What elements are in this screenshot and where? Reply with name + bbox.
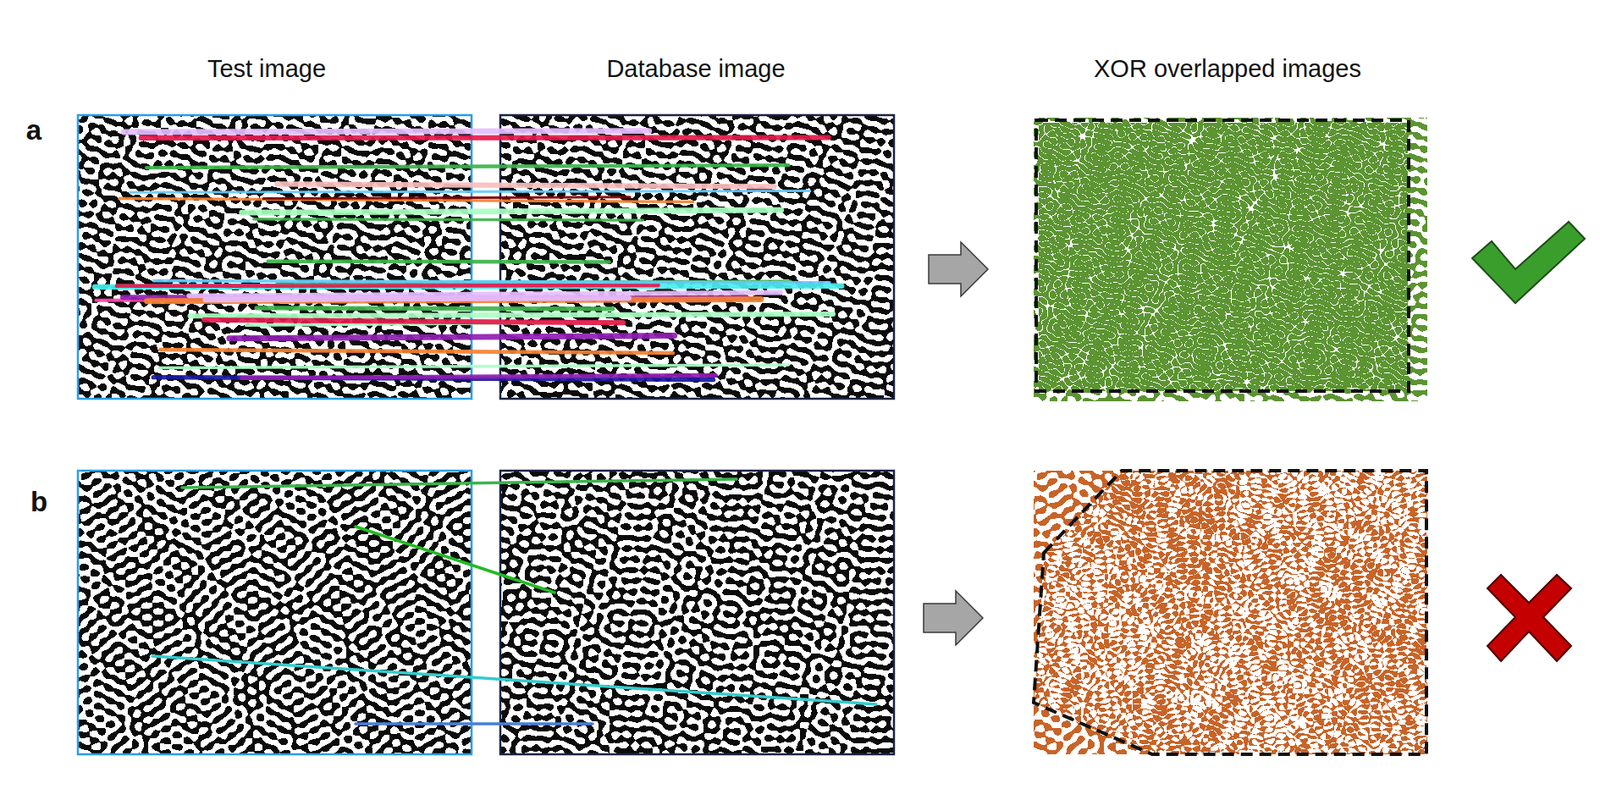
dashed-region <box>1033 470 1427 755</box>
xor-image <box>1033 470 1428 755</box>
test-image <box>77 470 472 755</box>
column-header: Database image <box>606 55 785 83</box>
match-line <box>205 297 629 300</box>
column-header: Test image <box>207 55 326 83</box>
match-line <box>242 375 717 378</box>
match-line <box>253 219 644 221</box>
match-line <box>242 209 782 213</box>
match-line <box>355 526 555 593</box>
check-mark <box>1472 221 1585 304</box>
panel-letter: a <box>26 114 42 147</box>
match-line <box>160 349 674 354</box>
image-border <box>500 115 894 399</box>
match-line <box>188 292 781 297</box>
match-line <box>146 165 789 168</box>
match-line <box>159 364 789 369</box>
image-border <box>77 470 472 755</box>
dashed-region <box>1036 120 1409 392</box>
panel-letter: b <box>30 485 48 519</box>
database-image <box>500 470 894 755</box>
image-border <box>77 115 472 399</box>
match-line <box>204 320 624 323</box>
column-header: XOR overlapped images <box>1093 55 1362 83</box>
block-arrow <box>923 590 983 646</box>
match-line <box>263 197 630 199</box>
match-line <box>154 281 830 283</box>
match-line <box>94 286 842 287</box>
match-line <box>152 656 877 705</box>
cross-mark <box>1487 574 1572 662</box>
match-line <box>130 190 811 193</box>
block-arrow <box>928 242 988 297</box>
match-line <box>256 305 613 311</box>
test-image <box>77 115 472 399</box>
match-line <box>355 722 593 726</box>
match-line <box>276 183 774 187</box>
image-border <box>500 470 894 755</box>
match-line <box>229 336 675 339</box>
match-line <box>190 314 834 316</box>
match-line <box>268 259 610 264</box>
match-line <box>141 134 829 140</box>
match-line <box>123 131 650 133</box>
xor-image <box>1033 117 1428 402</box>
database-image <box>500 115 894 399</box>
match-line <box>182 479 737 488</box>
match-line <box>116 283 659 288</box>
